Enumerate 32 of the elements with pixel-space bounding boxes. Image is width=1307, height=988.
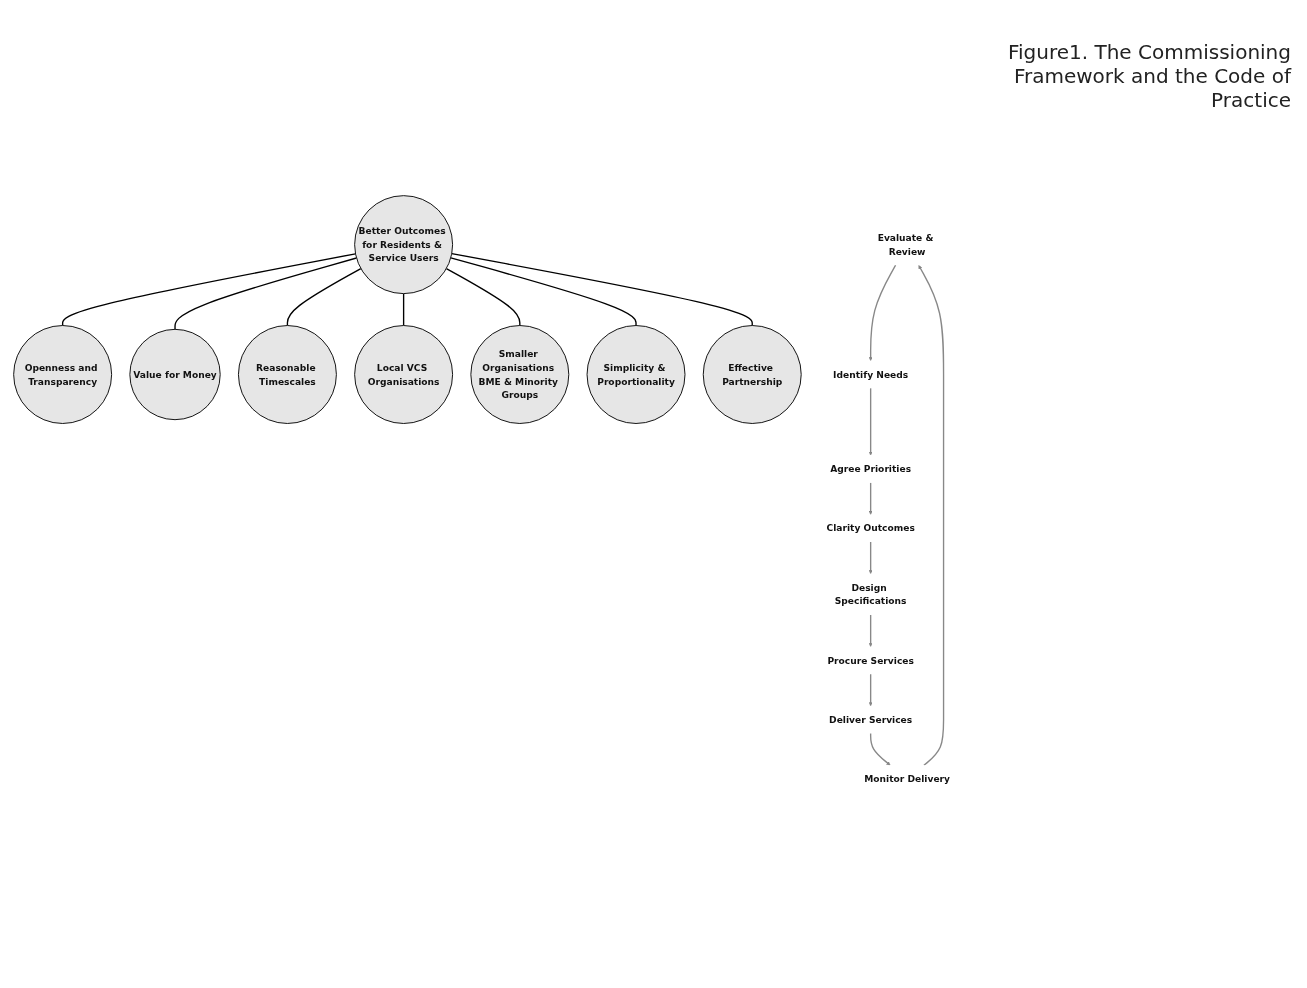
node-text: Agree Priorities	[830, 463, 912, 475]
node-text: Clarity Outcomes	[826, 522, 915, 534]
node-circle: Smaller Organisations BME & Minority Groups	[470, 324, 570, 424]
connector	[402, 292, 405, 327]
arrow	[868, 673, 873, 707]
node-text: Procure Services	[827, 654, 914, 666]
connector	[451, 252, 753, 327]
node-circle: Reasonable Timescales	[237, 324, 337, 424]
figure-title: Figure1. The Commissioning Framework and the Code of Practice	[1006, 40, 1291, 112]
connector	[61, 253, 357, 327]
arrow	[868, 541, 873, 574]
node-circle: Effective Partnership	[702, 324, 802, 424]
node-circle: Local VCS Organisations	[354, 324, 454, 424]
node-text: Design Specifications	[834, 581, 907, 607]
arrow	[918, 264, 945, 766]
node-circle: Value for Money	[129, 328, 221, 420]
connector	[174, 257, 358, 330]
node-circle: Openness and Transparency	[13, 324, 113, 424]
connector	[286, 267, 362, 327]
node-text: Identify Needs	[833, 368, 909, 380]
arrow	[868, 264, 897, 361]
node-circle: Better Outcomes for Residents & Service Users	[354, 195, 454, 294]
arrow	[868, 481, 873, 515]
arrow	[868, 387, 873, 456]
node-text: Monitor Delivery	[864, 773, 950, 785]
connector	[450, 257, 637, 327]
arrow	[869, 732, 891, 766]
node-text: Deliver Services	[829, 714, 913, 726]
node-text: Evaluate & Review	[877, 232, 934, 257]
connector	[445, 267, 521, 327]
node-circle: Simplicity & Proportionality	[586, 324, 686, 424]
arrow	[868, 614, 873, 647]
